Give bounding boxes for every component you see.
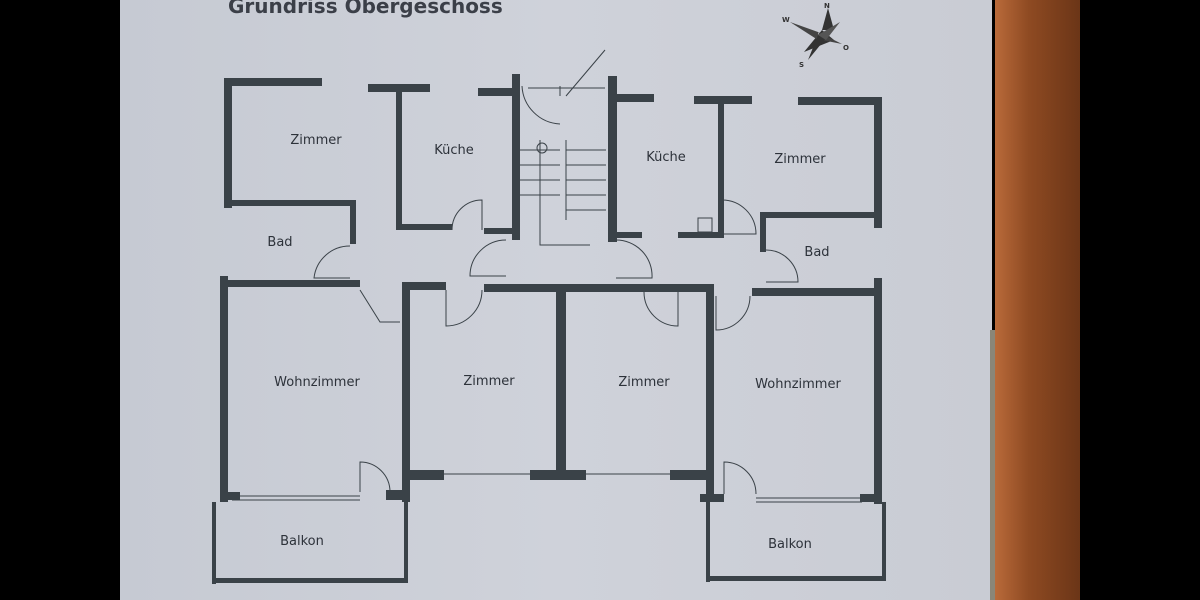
svg-text:W: W (782, 16, 790, 24)
room-bad: Bad (804, 245, 829, 260)
compass-rose-icon: N W O S (782, 2, 849, 69)
room-zimmer: Zimmer (463, 374, 515, 389)
room-labels: Zimmer Küche Küche Zimmer Bad Bad Wohnzi… (267, 133, 841, 552)
room-zimmer: Zimmer (290, 133, 342, 148)
wood-surface (995, 0, 1080, 600)
room-wohnzimmer: Wohnzimmer (274, 375, 360, 390)
room-kueche: Küche (646, 150, 686, 165)
room-kueche: Küche (434, 143, 474, 158)
walls (212, 74, 886, 584)
room-zimmer: Zimmer (774, 152, 826, 167)
room-balkon: Balkon (280, 534, 324, 549)
doors-and-stairs (232, 49, 862, 503)
svg-text:N: N (824, 2, 830, 10)
room-balkon: Balkon (768, 537, 812, 552)
plan-title: Grundriss Obergeschoss (228, 0, 503, 18)
room-bad: Bad (267, 235, 292, 250)
svg-text:S: S (799, 61, 804, 69)
room-zimmer: Zimmer (618, 375, 670, 390)
room-wohnzimmer: Wohnzimmer (755, 377, 841, 392)
svg-text:O: O (843, 44, 849, 52)
